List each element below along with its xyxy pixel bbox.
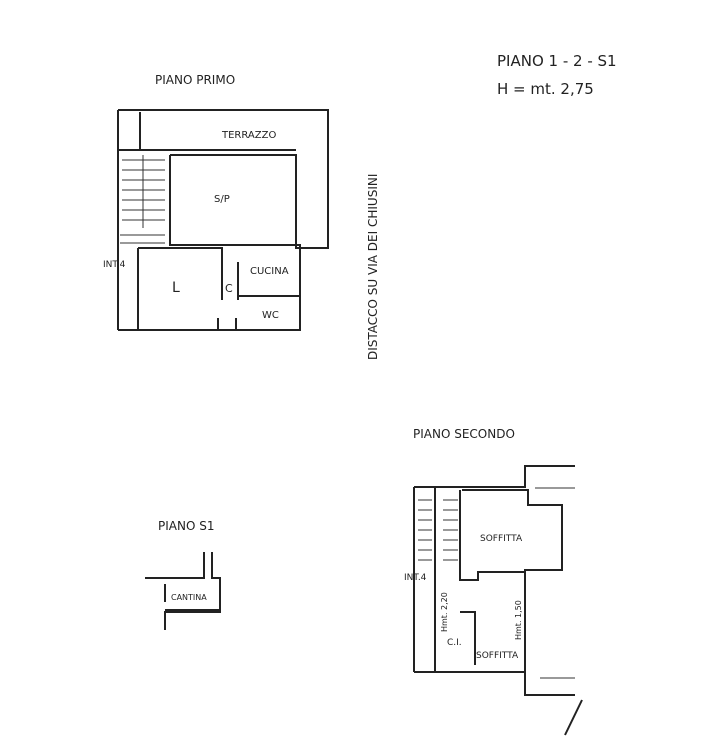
piano-secondo-title: PIANO SECONDO [413,427,515,441]
piano-secondo-plan: SOFFITTA SOFFITTA C.I. INT.4 Hmt. 2,20 H… [404,465,583,736]
room-cucina: CUCINA [250,266,289,277]
floors-label: PIANO 1 - 2 - S1 [497,52,617,70]
side-label: DISTACCO SU VIA DEI CHIUSINI [366,174,380,360]
room-ci: C.I. [447,638,462,648]
height-label: H = mt. 2,75 [497,80,594,98]
room-cantina: CANTINA [171,593,207,602]
room-wc: WC [262,310,279,321]
label-int-2: INT.4 [404,573,427,583]
room-c: C [225,282,233,295]
height-1-50: Hmt. 1,50 [514,600,523,640]
piano-primo-title: PIANO PRIMO [155,73,235,87]
room-sp: S/P [214,194,230,205]
piano-primo-plan: TERRAZZO S/P CUCINA WC L C INT.4 [103,109,329,331]
height-2-20: Hmt. 2,20 [440,592,449,632]
piano-s1-title: PIANO S1 [158,519,214,533]
piano-s1-plan: CANTINA [145,552,221,630]
room-soffitta-2: SOFFITTA [476,651,519,661]
room-soffitta-1: SOFFITTA [480,534,523,544]
room-l: L [172,280,180,296]
label-int: INT.4 [103,260,126,270]
room-terrazzo: TERRAZZO [221,130,276,141]
